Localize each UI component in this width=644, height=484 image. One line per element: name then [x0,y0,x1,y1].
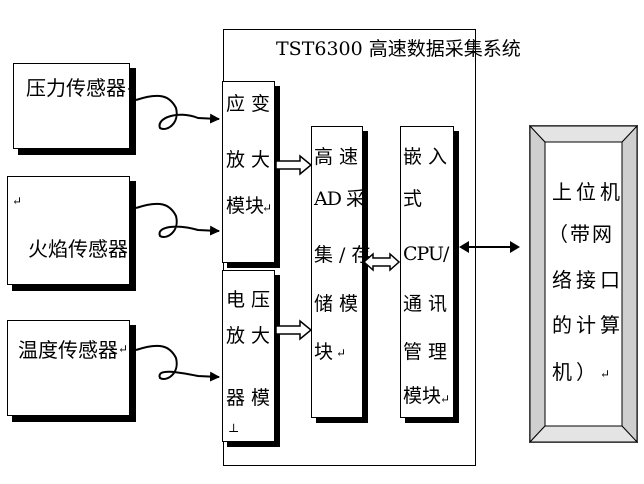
ad-module-line-5: 块 [314,341,334,363]
sensor-mark-flame: ↵ [128,242,139,256]
strain-amp-line-3: 模块 [226,195,265,217]
voltage-amp-box [222,270,275,442]
system-title: TST6300 高速数据采集系统 [276,38,521,60]
cpu-module-line-6: 模块 [403,385,442,407]
host-line-1: 上位机 [552,180,624,204]
cpu-module-mark: ↵ [440,392,451,406]
voltage-amp-line-3: 器 模 [226,387,271,409]
voltage-amp-line-2: 放 大 [226,325,271,347]
ad-module-mark: ↵ [336,346,347,360]
cpu-module-line-3: CPU/ [403,243,449,265]
sensor-label-flame: 火焰传感器 [28,237,128,261]
sensor-label-temperature: 温度传感器 [18,338,118,362]
strain-amp-mark: ↵ [262,201,273,215]
wave-pressure [135,94,220,130]
ad-module-line-2: AD 采 [314,188,365,210]
cpu-module-line-1: 嵌 入 [403,146,448,168]
sensor-box-temperature [7,320,130,416]
ad-module-line-1: 高 速 [314,146,359,168]
block-arrow-voltage [275,319,313,341]
strain-amp-line-2: 放 大 [226,149,271,171]
host-line-4: 的计算 [552,313,624,337]
sensor-mark-flame-top: ↵ [12,194,23,208]
cpu-module-line-2: 式 [403,188,423,210]
host-mark: ↵ [600,367,611,381]
sensor-mark-pressure: ↵ [126,81,137,95]
ad-module-line-3: 集 / 存 [314,244,371,266]
wave-temperature [135,344,220,382]
voltage-amp-line-1: 电 压 [226,289,271,311]
voltage-amp-mark: ⊥ [228,421,240,435]
host-line-2: （带网 [548,222,614,246]
ad-module-box [311,126,363,418]
sensor-box-flame [7,176,130,285]
strain-amp-box [222,81,275,263]
host-line-5: 机） [552,360,600,384]
block-arrow-strain [275,154,313,176]
host-line-3: 络接口 [552,268,624,292]
sensor-mark-temperature: ↵ [118,342,129,356]
wave-flame [135,202,220,238]
cpu-module-line-5: 管 理 [403,341,448,363]
double-arrow-ad-cpu [362,252,401,272]
sensor-box-pressure [13,63,130,149]
sensor-label-pressure: 压力传感器 [26,76,126,100]
ad-module-line-4: 储 模 [314,293,359,315]
cpu-module-line-4: 通 讯 [403,293,448,315]
cpu-module-box [400,126,454,418]
strain-amp-line-1: 应 变 [226,93,271,115]
